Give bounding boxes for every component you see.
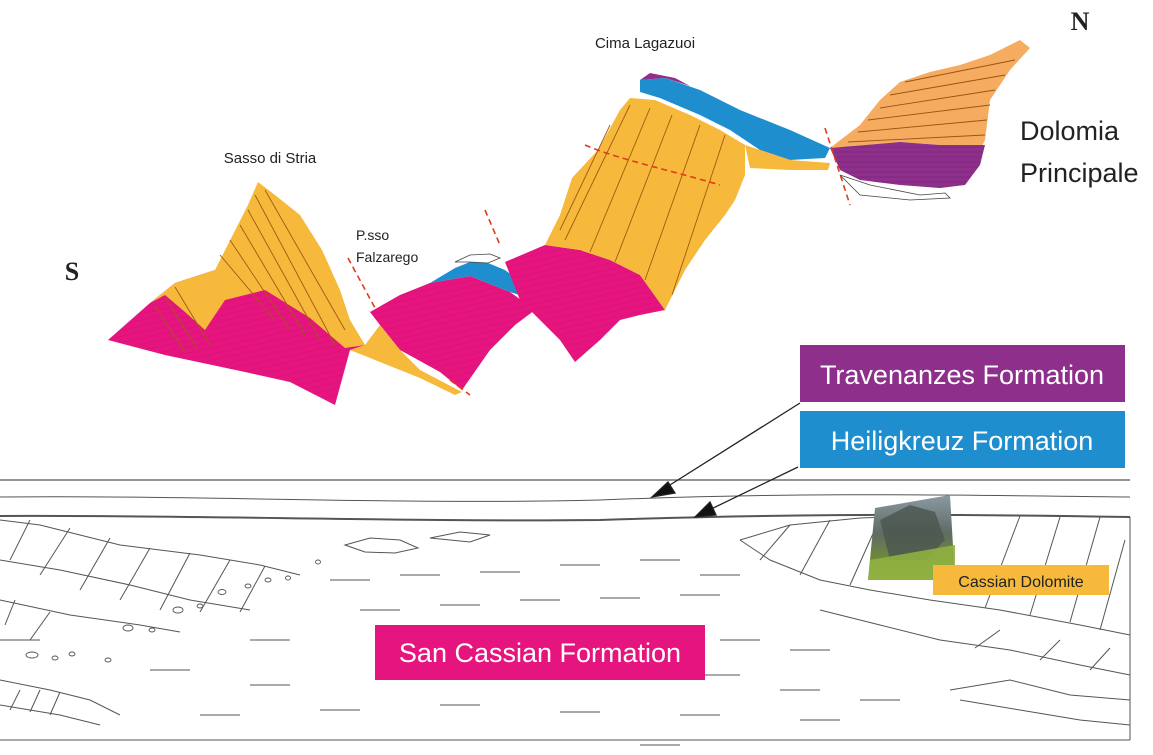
upper-profile xyxy=(108,40,1030,405)
lagazuoi-orange xyxy=(545,98,745,310)
dolomia-label-line1: Dolomia xyxy=(1020,116,1120,146)
heiligkreuz-box xyxy=(800,411,1125,468)
falzarego-blue xyxy=(430,262,535,300)
cassian-dolomite-photo xyxy=(868,495,955,580)
falzarego-orange-wedge xyxy=(350,325,462,395)
north-marker: N xyxy=(1071,7,1090,36)
dolomia-orange xyxy=(830,40,1030,150)
sasso-orange-body xyxy=(150,182,365,348)
lagazuoi-purple-cap xyxy=(640,73,690,86)
dolomia-label-line2: Principale xyxy=(1020,158,1139,188)
sasso-di-stria-label: Sasso di Stria xyxy=(224,150,317,167)
cima-lagazuoi-label: Cima Lagazuoi xyxy=(595,35,695,52)
lagazuoi-blue xyxy=(640,78,830,160)
south-marker: S xyxy=(65,257,79,286)
san-cassian-box xyxy=(375,625,705,680)
heiligkreuz-label: Heiligkreuz Formation xyxy=(831,426,1094,456)
cassian-dolomite-label: Cassian Dolomite xyxy=(958,574,1083,591)
passo-label-line2: Falzarego xyxy=(356,249,418,265)
passo-label-line1: P.sso xyxy=(356,227,389,243)
cassian-dolomite-box xyxy=(933,565,1109,595)
legend-arrows xyxy=(649,402,801,518)
san-cassian-label: San Cassian Formation xyxy=(399,638,681,668)
lower-section xyxy=(0,479,1131,746)
travenanzes-label: Travenanzes Formation xyxy=(820,360,1104,390)
travenanzes-box xyxy=(800,345,1125,402)
